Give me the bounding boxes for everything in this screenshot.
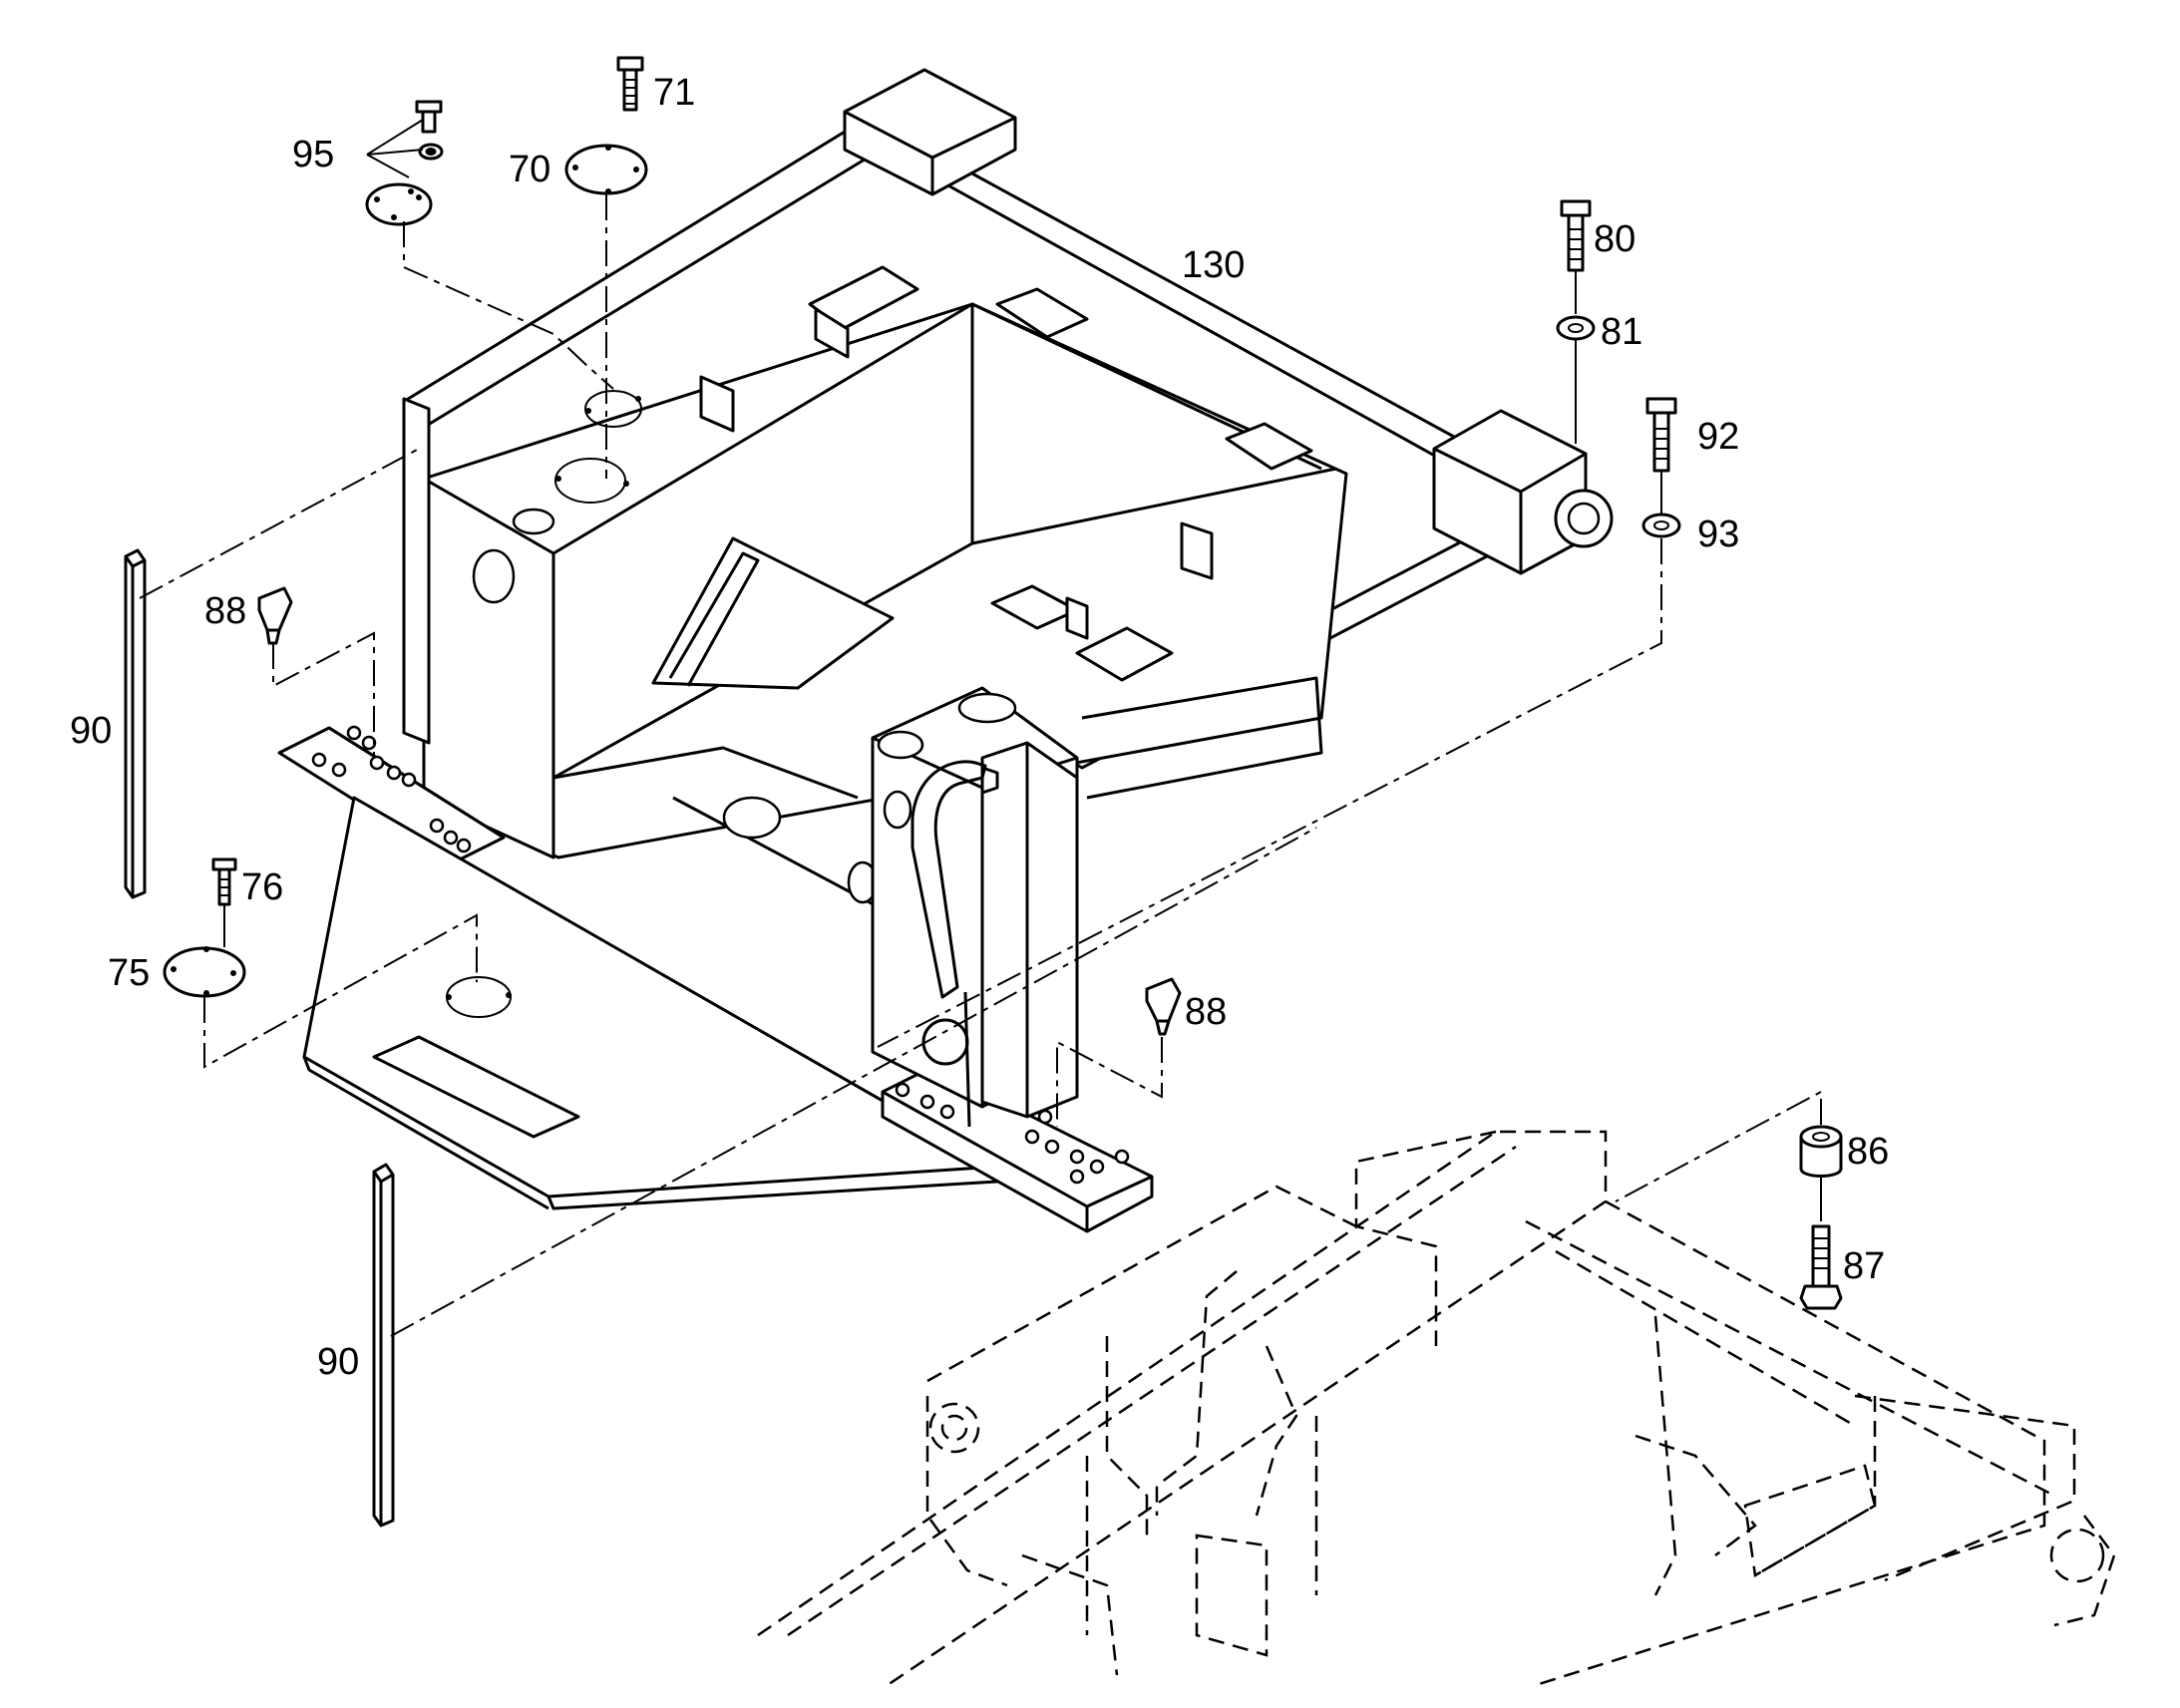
part-88-plug-right <box>1056 977 1182 1127</box>
part-81-washer <box>1556 315 1596 444</box>
callout-70: 70 <box>509 149 550 190</box>
vehicle-frame-phantom <box>757 1130 2116 1687</box>
callout-93: 93 <box>1697 513 1739 555</box>
part-76-screw <box>211 857 237 947</box>
callout-81: 81 <box>1601 311 1642 353</box>
callout-88-right: 88 <box>1185 991 1227 1033</box>
front-column-with-handle <box>871 686 1079 1128</box>
callout-87: 87 <box>1843 1245 1885 1287</box>
callout-90-upper: 90 <box>70 710 112 752</box>
callout-95: 95 <box>292 134 334 175</box>
part-95-cover-screw-washer <box>365 100 614 390</box>
part-70-cover <box>564 144 648 479</box>
part-80-bolt <box>1560 199 1592 314</box>
callout-75: 75 <box>108 952 150 994</box>
part-92-bolt <box>1645 397 1677 513</box>
part-86-spacer <box>1615 1090 1843 1221</box>
callout-labels: 71 95 70 130 80 81 92 93 88 90 76 75 88 … <box>70 72 1889 1383</box>
callout-76: 76 <box>241 866 283 908</box>
main-frame-assembly <box>402 68 1614 919</box>
mounting-plate <box>277 725 1154 1233</box>
callout-90-lower: 90 <box>317 1341 359 1383</box>
part-90-strip-upper <box>124 448 420 899</box>
callout-88-left: 88 <box>204 590 246 632</box>
part-87-bolt <box>1799 1224 1843 1310</box>
callout-86: 86 <box>1847 1131 1889 1173</box>
part-88-plug-left <box>257 586 375 758</box>
callout-80: 80 <box>1594 218 1635 260</box>
part-93-washer <box>877 512 1681 1048</box>
part-90-strip-lower <box>372 827 1317 1528</box>
part-71-bolt <box>616 56 644 112</box>
callout-92: 92 <box>1697 416 1739 458</box>
part-75-cover <box>163 913 478 1069</box>
callout-130: 130 <box>1182 244 1245 286</box>
callout-71: 71 <box>653 72 695 114</box>
